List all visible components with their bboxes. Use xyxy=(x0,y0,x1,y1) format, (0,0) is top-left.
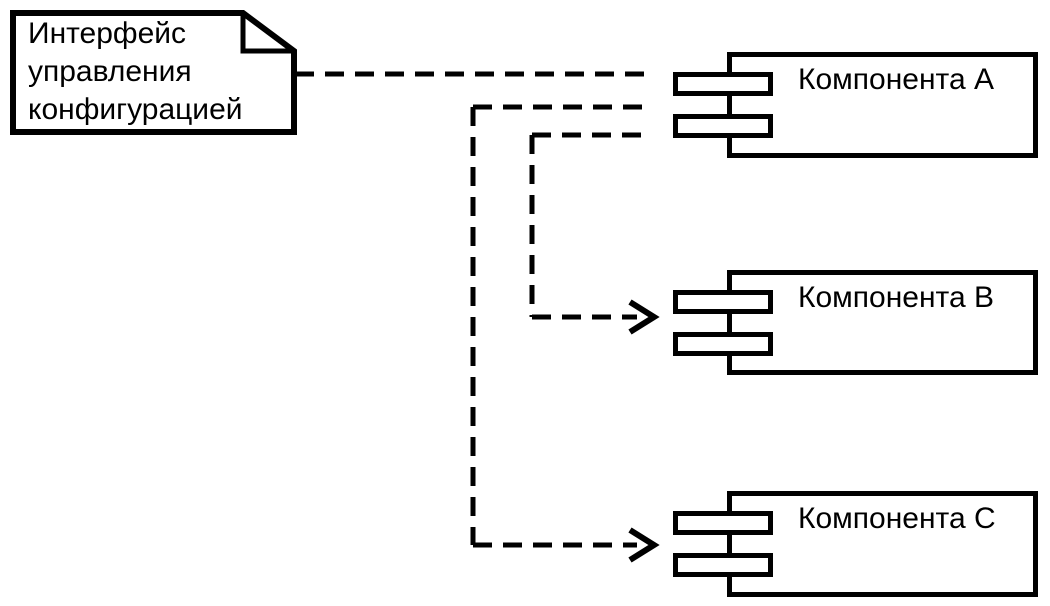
note-line-1: Интерфейс xyxy=(28,17,187,50)
component-c-tab-icon xyxy=(673,553,773,577)
component-c-box xyxy=(727,491,1038,597)
component-a-label: Компонента A xyxy=(798,63,994,96)
note-line-2: управления xyxy=(28,55,192,88)
component-a-tab-icon xyxy=(673,72,773,96)
component-c-tab-icon xyxy=(673,511,773,535)
component-b-label: Компонента B xyxy=(798,281,994,314)
component-c: Компонента C xyxy=(673,491,1038,597)
note-shape xyxy=(10,10,297,135)
note-fold-icon xyxy=(240,13,294,54)
component-b-box xyxy=(727,270,1038,375)
note-line-3: конфигурацией xyxy=(28,93,243,126)
component-c-label: Компонента C xyxy=(798,502,996,535)
arrowhead-component-c-icon xyxy=(628,527,660,563)
component-a: Компонента A xyxy=(673,52,1038,158)
component-a-box xyxy=(727,52,1038,158)
component-a-tab-icon xyxy=(673,114,773,138)
arrowhead-component-b-icon xyxy=(628,299,660,335)
component-b-tab-icon xyxy=(673,332,773,356)
component-b-tab-icon xyxy=(673,290,773,314)
note-text: Интерфейс управления конфигурацией xyxy=(28,15,243,129)
component-b: Компонента B xyxy=(673,270,1038,375)
